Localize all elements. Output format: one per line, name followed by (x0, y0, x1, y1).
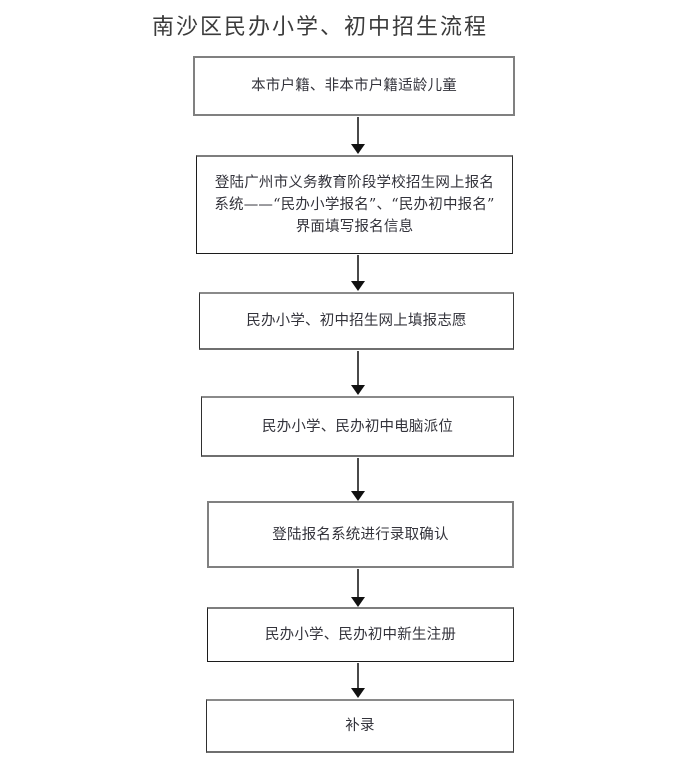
flow-edge-4 (351, 458, 365, 501)
flow-node-5[interactable]: 登陆报名系统进行录取确认 (207, 501, 514, 568)
arrowhead-down-icon (351, 491, 365, 501)
edge-line (357, 255, 359, 281)
flow-node-4-label: 民办小学、民办初中电脑派位 (261, 418, 454, 435)
edge-line (357, 117, 359, 144)
arrowhead-down-icon (351, 597, 365, 607)
flow-node-4[interactable]: 民办小学、民办初中电脑派位 (201, 396, 514, 457)
flow-node-6-label: 民办小学、民办初中新生注册 (264, 627, 457, 643)
arrowhead-down-icon (351, 385, 365, 395)
flow-node-7-label: 补录 (345, 718, 375, 734)
flow-edge-1 (351, 117, 365, 154)
flow-node-1-label: 本市户籍、非本市户籍适龄儿童 (251, 78, 457, 94)
edge-line (357, 569, 359, 597)
edge-line (357, 458, 359, 491)
page-title: 南沙区民办小学、初中招生流程 (152, 15, 489, 40)
edge-line (357, 663, 359, 688)
flow-node-3-label: 民办小学、初中招生网上填报志愿 (246, 313, 467, 329)
flow-node-2-label: 登陆广州市义务教育阶段学校招生网上报名 系统——“民办小学报名”、“民办初中报名… (214, 175, 495, 235)
flow-node-7[interactable]: 补录 (206, 699, 514, 753)
flow-node-6[interactable]: 民办小学、民办初中新生注册 (207, 607, 514, 662)
flow-edge-5 (351, 569, 365, 607)
flow-node-5-label: 登陆报名系统进行录取确认 (272, 526, 449, 543)
flow-node-2[interactable]: 登陆广州市义务教育阶段学校招生网上报名 系统——“民办小学报名”、“民办初中报名… (196, 155, 513, 254)
flow-edge-3 (351, 351, 365, 395)
flow-edge-2 (351, 255, 365, 291)
arrowhead-down-icon (351, 144, 365, 154)
arrowhead-down-icon (351, 688, 365, 698)
flow-edge-6 (351, 663, 365, 698)
edge-line (357, 351, 359, 385)
flow-node-3[interactable]: 民办小学、初中招生网上填报志愿 (199, 292, 514, 350)
arrowhead-down-icon (351, 281, 365, 291)
flow-node-1[interactable]: 本市户籍、非本市户籍适龄儿童 (193, 56, 515, 116)
